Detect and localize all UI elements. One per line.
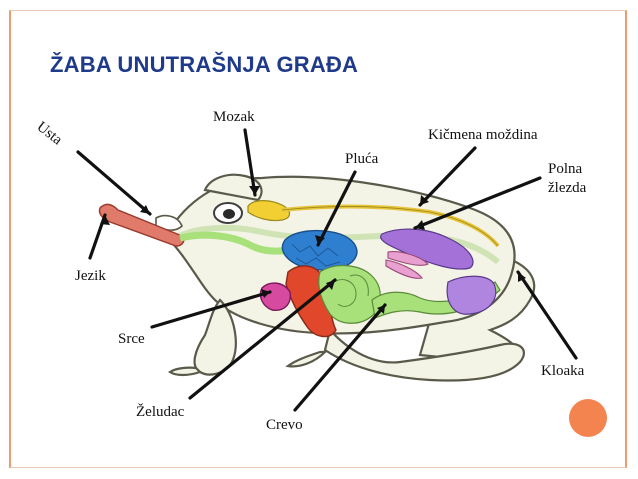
kidney-shape: [380, 228, 474, 270]
orange-circle-decoration: [569, 399, 607, 437]
pointer-pluca: [316, 170, 357, 247]
gonad-shape: [385, 251, 429, 279]
pointer-mozak: [243, 128, 257, 197]
slide-frame: [9, 10, 627, 468]
pointer-arrowheads: [100, 186, 526, 314]
pointer-kloaka: [516, 270, 578, 360]
slide-title: ŽABA UNUTRAŠNJA GRAĐA: [50, 52, 359, 77]
label-polna-line1: Polna: [548, 161, 583, 177]
label-mozak: Mozak: [213, 109, 255, 125]
label-polna-line2: žlezda: [548, 180, 587, 196]
heart-shape: [259, 282, 291, 311]
label-pluca: Pluća: [345, 151, 379, 167]
label-kicmena-mozdina: Kičmena moždina: [428, 127, 538, 143]
pointer-zeludac: [188, 278, 337, 400]
pointer-srce: [150, 290, 272, 329]
pointer-usta: [76, 150, 152, 216]
label-srce: Srce: [118, 331, 145, 347]
esophagus-shape: [179, 231, 291, 255]
tongue-shape: [98, 203, 185, 247]
label-crevo: Crevo: [266, 417, 303, 433]
label-zeludac: Želudac: [136, 404, 185, 420]
pointer-kicmena: [418, 146, 477, 207]
brain-shape: [247, 200, 291, 222]
lungs-shape: [281, 229, 358, 271]
pointer-crevo: [293, 303, 387, 412]
bladder-shape: [446, 275, 497, 315]
pointer-polna: [413, 176, 542, 230]
label-kloaka: Kloaka: [541, 363, 585, 379]
label-jezik: Jezik: [75, 268, 106, 284]
